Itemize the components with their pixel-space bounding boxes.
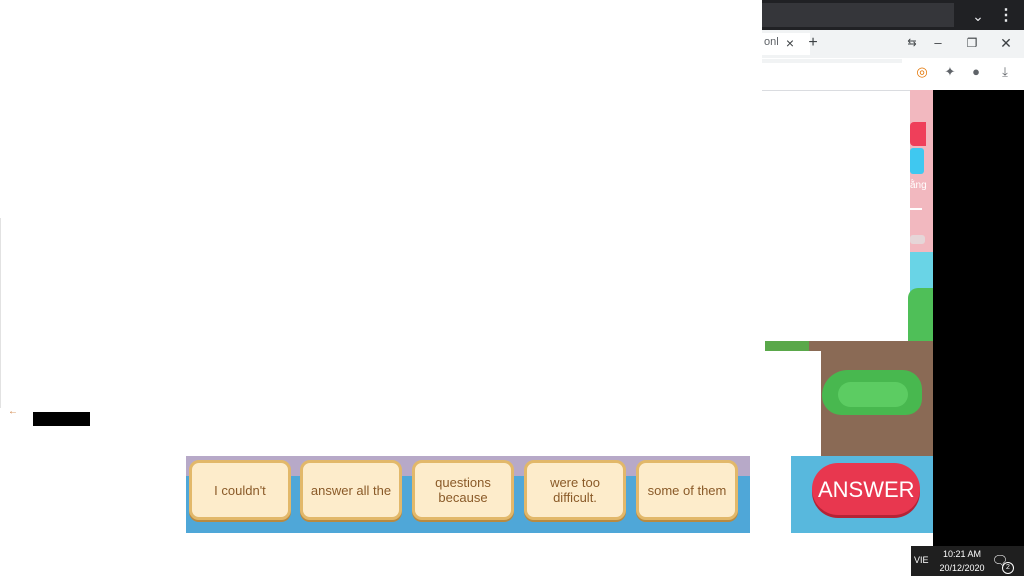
chevron-down-icon[interactable]: ⌄ bbox=[972, 8, 984, 24]
answer-button[interactable]: ANSWER bbox=[812, 463, 920, 515]
game-blue-button[interactable] bbox=[910, 148, 924, 174]
close-window-icon[interactable]: ✕ bbox=[1000, 35, 1012, 51]
black-region bbox=[933, 90, 1024, 546]
game-partial-text: ằng bbox=[910, 180, 927, 191]
restore-icon[interactable]: ❐ bbox=[966, 36, 978, 50]
puzzle-icon[interactable]: ✦ bbox=[944, 64, 956, 79]
browser-tab-title: onl bbox=[764, 36, 779, 48]
extension-icon[interactable]: ◎ bbox=[916, 64, 928, 79]
word-tile[interactable]: I couldn't bbox=[189, 460, 291, 520]
tab-search-icon[interactable]: ⇆ bbox=[907, 37, 917, 49]
browser-toolbar bbox=[762, 58, 1024, 91]
clock-date[interactable]: 20/12/2020 bbox=[939, 563, 985, 573]
word-tile[interactable]: questions because bbox=[412, 460, 514, 520]
blank-region bbox=[765, 351, 821, 456]
game-bush-highlight bbox=[838, 382, 908, 407]
word-tile[interactable]: answer all the bbox=[300, 460, 402, 520]
word-tile[interactable]: were too difficult. bbox=[524, 460, 626, 520]
browser-tab-bar bbox=[762, 3, 954, 27]
game-grass bbox=[765, 341, 809, 351]
download-icon[interactable]: ⤓ bbox=[1002, 64, 1008, 79]
blank-region bbox=[750, 456, 791, 533]
game-divider bbox=[910, 208, 922, 210]
game-red-button[interactable] bbox=[910, 122, 926, 146]
language-indicator[interactable]: VIE bbox=[914, 555, 929, 565]
profile-icon[interactable]: ● bbox=[972, 64, 980, 79]
browser-tab[interactable] bbox=[762, 33, 810, 55]
back-arrow-icon[interactable]: ← bbox=[8, 406, 18, 417]
address-bar[interactable] bbox=[762, 59, 902, 63]
game-progress-bar bbox=[910, 235, 925, 244]
black-block bbox=[33, 412, 90, 426]
game-hill bbox=[908, 288, 933, 343]
word-tile[interactable]: some of them bbox=[636, 460, 738, 520]
minimize-icon[interactable]: – bbox=[934, 35, 942, 50]
notification-count-badge: 2 bbox=[1002, 562, 1014, 574]
menu-dots-icon[interactable]: ⋮ bbox=[998, 7, 1014, 24]
tab-close-icon[interactable]: × bbox=[785, 35, 795, 51]
divider bbox=[0, 218, 1, 408]
clock-time[interactable]: 10:21 AM bbox=[942, 549, 982, 559]
new-tab-icon[interactable]: + bbox=[808, 34, 818, 51]
blank-region bbox=[791, 533, 911, 546]
